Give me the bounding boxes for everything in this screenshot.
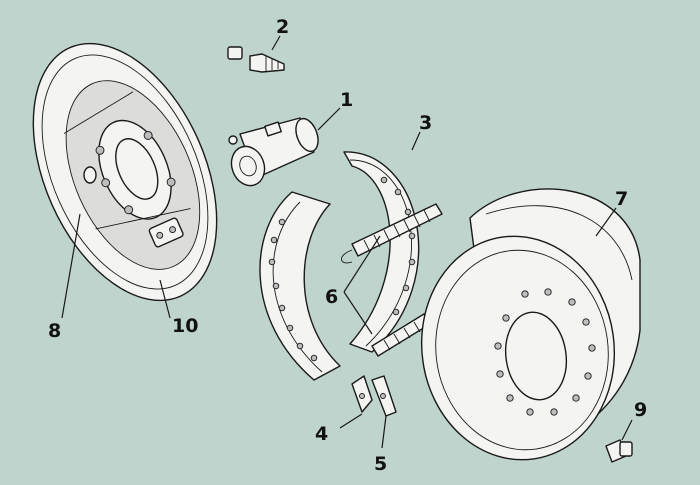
brake-drum <box>420 188 641 461</box>
backing-plate <box>32 42 218 302</box>
callout-1: 1 <box>340 89 353 111</box>
callout-10: 10 <box>172 315 198 337</box>
adjuster-link <box>351 375 373 413</box>
callout-8: 8 <box>48 320 61 342</box>
brake-shoe-rear <box>343 151 420 353</box>
brake-shoe-front <box>259 191 341 381</box>
bleeder-screw <box>227 46 285 73</box>
callout-4: 4 <box>315 423 328 445</box>
return-spring-upper <box>341 203 443 264</box>
callout-3: 3 <box>419 112 432 134</box>
callout-5: 5 <box>374 453 387 475</box>
callout-9: 9 <box>634 399 647 421</box>
adjuster-lever <box>371 375 397 417</box>
leader-lines <box>61 35 633 449</box>
callout-2: 2 <box>276 16 289 38</box>
drum-retaining-screw <box>605 439 633 463</box>
callout-6: 6 <box>325 286 338 308</box>
callout-7: 7 <box>615 188 628 210</box>
wheel-cylinder <box>228 117 319 187</box>
